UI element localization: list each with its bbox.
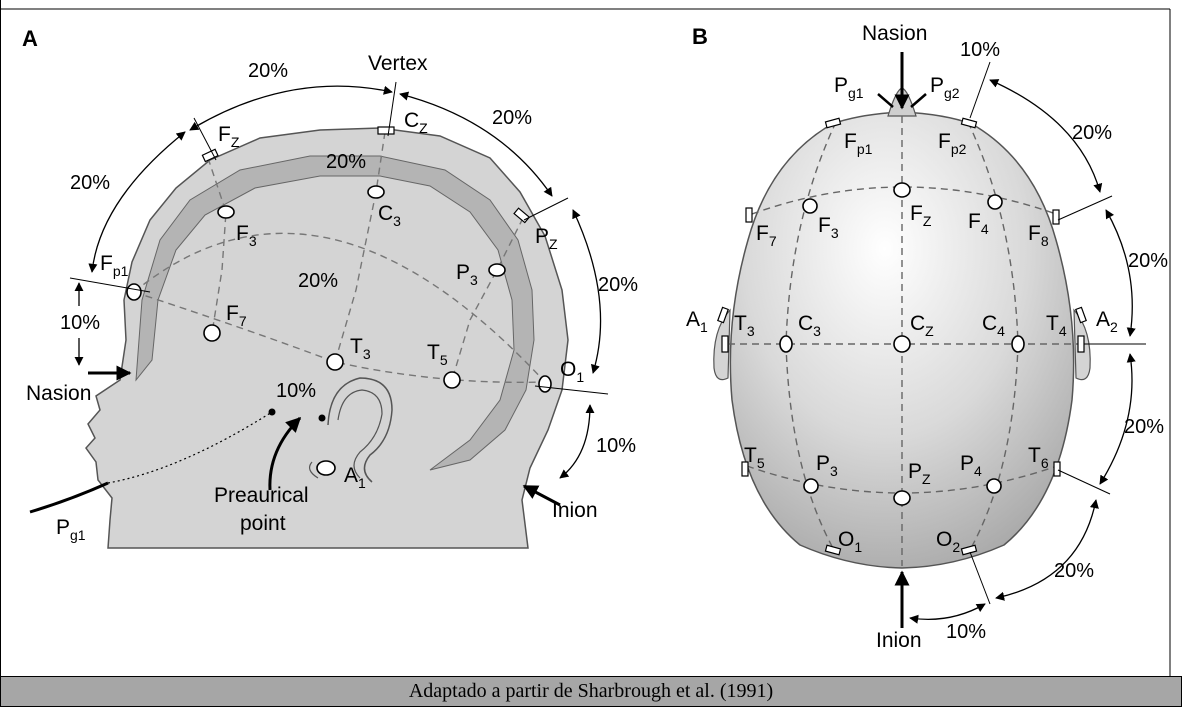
marker-f7-b bbox=[746, 208, 752, 222]
caption-bar: Adaptado a partir de Sharbrough et al. (… bbox=[0, 676, 1182, 707]
electrode-p3-a bbox=[489, 264, 505, 276]
electrode-c4-b bbox=[1012, 336, 1024, 352]
label-vertex: Vertex bbox=[368, 52, 428, 75]
pct-b-top: 10% bbox=[960, 39, 1000, 61]
label-pg2-b: Pg2 bbox=[930, 74, 960, 101]
label-inion-b: Inion bbox=[876, 629, 922, 652]
label-cz-a: CZ bbox=[404, 109, 428, 136]
panel-b: B bbox=[686, 22, 1168, 652]
electrode-f4-b bbox=[988, 195, 1002, 209]
label-inion-a: Inion bbox=[552, 499, 598, 522]
label-fz-a: FZ bbox=[218, 123, 240, 150]
preauricular-dot-1 bbox=[269, 409, 276, 416]
label-fp1-a: Fp1 bbox=[100, 252, 129, 279]
panel-a-label: A bbox=[22, 26, 38, 51]
pct-a-right-arc: 20% bbox=[492, 107, 532, 129]
caption-text: Adaptado a partir de Sharbrough et al. (… bbox=[409, 680, 773, 703]
label-pg1-a: Pg1 bbox=[56, 516, 86, 543]
pct-a-middle: 20% bbox=[298, 270, 338, 292]
pct-a-far-right: 20% bbox=[598, 274, 638, 296]
label-pg1-b: Pg1 bbox=[834, 74, 864, 101]
label-pz-a: PZ bbox=[535, 225, 558, 252]
electrode-pz-b bbox=[894, 491, 910, 505]
label-nasion-b: Nasion bbox=[862, 22, 927, 45]
marker-t6-b bbox=[1054, 462, 1060, 476]
label-preauricular-2: point bbox=[240, 512, 286, 535]
pct-a-ear-gap: 10% bbox=[276, 380, 316, 402]
electrode-c3-b bbox=[780, 336, 792, 352]
electrode-c3-a bbox=[368, 186, 384, 198]
electrode-t5-a bbox=[444, 372, 460, 388]
label-o1-a: O1 bbox=[560, 358, 584, 385]
electrode-f7-a bbox=[204, 325, 220, 341]
pct-a-inion-gap: 10% bbox=[596, 435, 636, 457]
pct-a-nasion-gap: 10% bbox=[60, 312, 100, 334]
label-nasion-a: Nasion bbox=[26, 382, 91, 405]
pct-b-upper-right: 20% bbox=[1072, 122, 1112, 144]
pct-b-right-mid-lower: 20% bbox=[1124, 416, 1164, 438]
marker-t4-b bbox=[1078, 336, 1084, 352]
marker-cz-a bbox=[378, 127, 394, 134]
electrode-o1-a bbox=[539, 376, 551, 392]
electrode-p3-b bbox=[804, 479, 818, 493]
electrode-t3-a bbox=[327, 354, 343, 370]
marker-f8-b bbox=[1053, 210, 1059, 224]
pg1-lead-a bbox=[30, 483, 108, 512]
label-preauricular-1: Preaurical bbox=[214, 484, 309, 507]
electrode-fz-b bbox=[894, 183, 910, 197]
electrode-f3-a bbox=[218, 206, 234, 218]
electrode-p4-b bbox=[987, 479, 1001, 493]
pct-a-left-arc: 20% bbox=[70, 172, 110, 194]
pct-b-right-mid-upper: 20% bbox=[1128, 250, 1168, 272]
preauricular-dot-2 bbox=[319, 415, 326, 422]
head-profile bbox=[86, 128, 568, 548]
electrode-f3-b bbox=[803, 199, 817, 213]
panel-b-label: B bbox=[692, 24, 708, 49]
electrode-fp1-a bbox=[127, 284, 141, 300]
label-a2-b: A2 bbox=[1096, 308, 1118, 335]
panel-a: A bbox=[22, 26, 638, 548]
pct-a-inner-arc: 20% bbox=[326, 151, 366, 173]
pct-a-top-left: 20% bbox=[248, 60, 288, 82]
label-a1-b: A1 bbox=[686, 308, 708, 335]
marker-t3-b bbox=[722, 336, 728, 352]
pct-b-lower-right: 20% bbox=[1054, 560, 1094, 582]
eeg-10-20-diagram: A bbox=[0, 0, 1184, 676]
electrode-cz-b bbox=[894, 336, 910, 352]
pct-b-bottom: 10% bbox=[946, 621, 986, 643]
electrode-a1-a bbox=[317, 461, 335, 475]
